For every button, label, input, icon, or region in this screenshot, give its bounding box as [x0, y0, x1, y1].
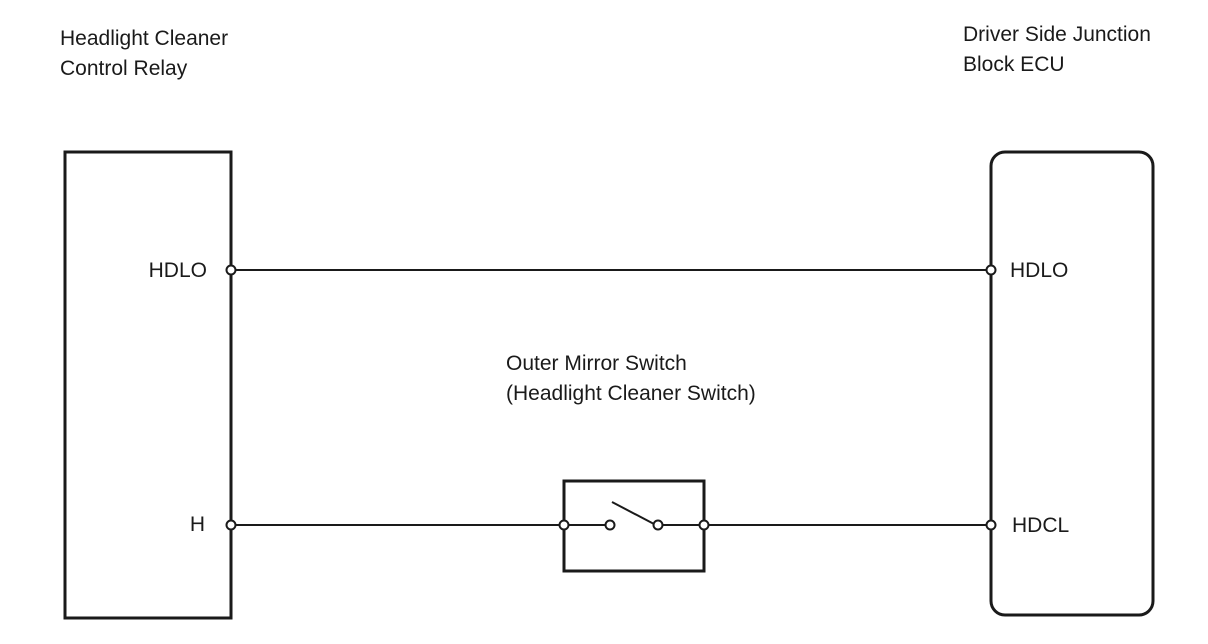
switch-title-line2: (Headlight Cleaner Switch): [506, 382, 756, 405]
switch-contact-left: [604, 519, 616, 531]
relay-body: [63, 150, 233, 620]
relay-title-line1: Headlight Cleaner: [60, 27, 229, 50]
switch-terminal-left-outer: [558, 519, 570, 531]
relay-pin-hdlo-label: HDLO: [148, 259, 207, 282]
relay-terminal-hdlo: [225, 264, 237, 276]
ecu-title-line1: Driver Side Junction: [963, 23, 1151, 46]
switch-contact-right: [652, 519, 664, 531]
relay-terminal-h: [225, 519, 237, 531]
switch-title: Outer Mirror Switch (Headlight Cleaner S…: [506, 349, 756, 409]
ecu-terminal-hdcl: [985, 519, 997, 531]
ecu-body: [989, 150, 1155, 617]
ecu-title-line2: Block ECU: [963, 53, 1065, 76]
switch-blade: [611, 501, 655, 525]
ecu-terminal-hdlo: [985, 264, 997, 276]
ecu-pin-hdcl-label: HDCL: [1012, 514, 1070, 537]
ecu-title: Driver Side Junction Block ECU: [963, 20, 1151, 80]
switch-title-line1: Outer Mirror Switch: [506, 352, 687, 375]
relay-pin-h-label: H: [189, 513, 205, 536]
switch-terminal-right-outer: [698, 519, 710, 531]
ecu-pin-hdlo-label: HDLO: [1010, 259, 1069, 282]
relay-title-line2: Control Relay: [60, 57, 188, 80]
relay-title: Headlight Cleaner Control Relay: [60, 24, 228, 84]
